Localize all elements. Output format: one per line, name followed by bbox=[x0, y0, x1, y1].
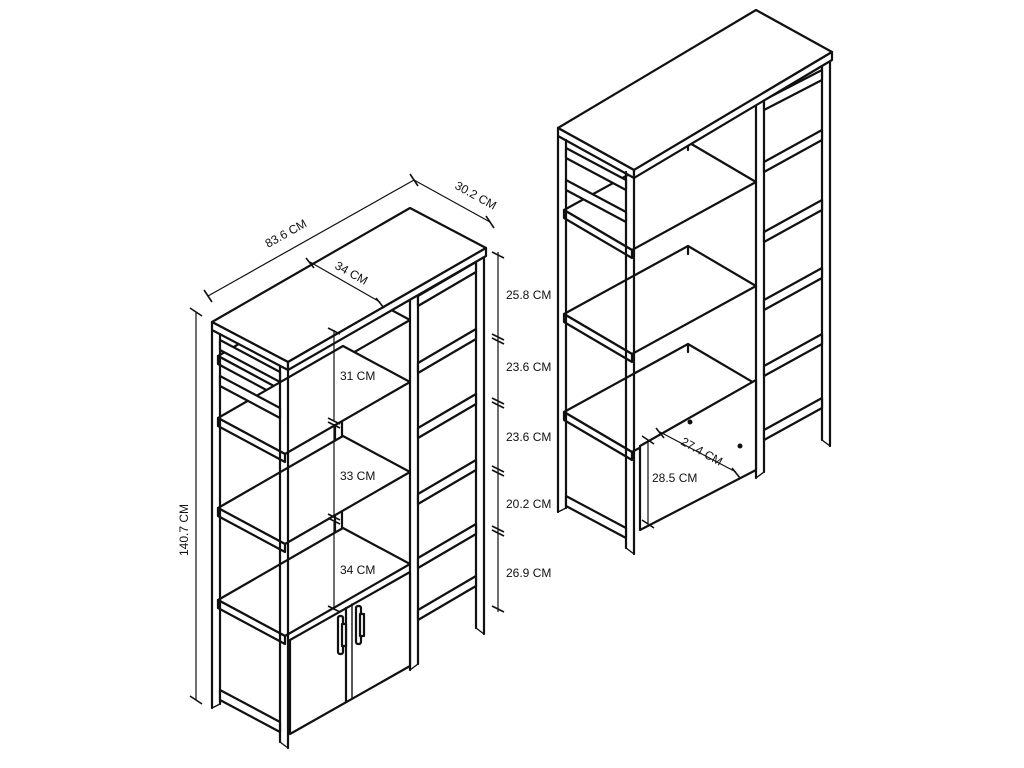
dim-depth-label: 30.2 CM bbox=[453, 178, 499, 212]
right-unit-top bbox=[556, 8, 834, 180]
dim-gap-mid-label: 33 CM bbox=[340, 469, 375, 483]
right-unit-left-frame bbox=[556, 134, 636, 556]
left-unit-right-frame bbox=[408, 250, 486, 672]
door-handle-right bbox=[354, 604, 366, 646]
left-shelf-unit: 83.6 CM 30.2 CM 34 CM 140.7 CM 25.8 CM 2… bbox=[177, 173, 551, 750]
left-unit-left-frame bbox=[210, 328, 290, 750]
left-unit-top bbox=[210, 206, 488, 372]
dim-shelf-1-label: 25.8 CM bbox=[506, 288, 551, 302]
dim-cabinet-height-label: 28.5 CM bbox=[652, 471, 697, 485]
dim-shelf-5-label: 26.9 CM bbox=[506, 566, 551, 580]
right-unit-right-frame bbox=[754, 56, 832, 480]
dim-gap-bottom-label: 34 CM bbox=[340, 563, 375, 577]
cabinet-hole-bottom bbox=[737, 443, 743, 449]
dim-height-label: 140.7 CM bbox=[177, 504, 191, 556]
cabinet-hole-top bbox=[687, 419, 693, 425]
dim-shelf-2-label: 23.6 CM bbox=[506, 360, 551, 374]
left-unit-dimension-lines bbox=[189, 173, 505, 705]
right-shelf-unit: 27.4 CM 28.5 CM bbox=[556, 8, 834, 556]
dim-width-label: 83.6 CM bbox=[263, 216, 309, 250]
left-unit-cabinet bbox=[288, 570, 412, 736]
door-handle-left bbox=[336, 614, 348, 656]
dim-shelf-3-label: 23.6 CM bbox=[506, 430, 551, 444]
dim-gap-top-label: 31 CM bbox=[340, 369, 375, 383]
right-unit-cabinet bbox=[638, 378, 758, 532]
dim-shelf-4-label: 20.2 CM bbox=[506, 497, 551, 511]
